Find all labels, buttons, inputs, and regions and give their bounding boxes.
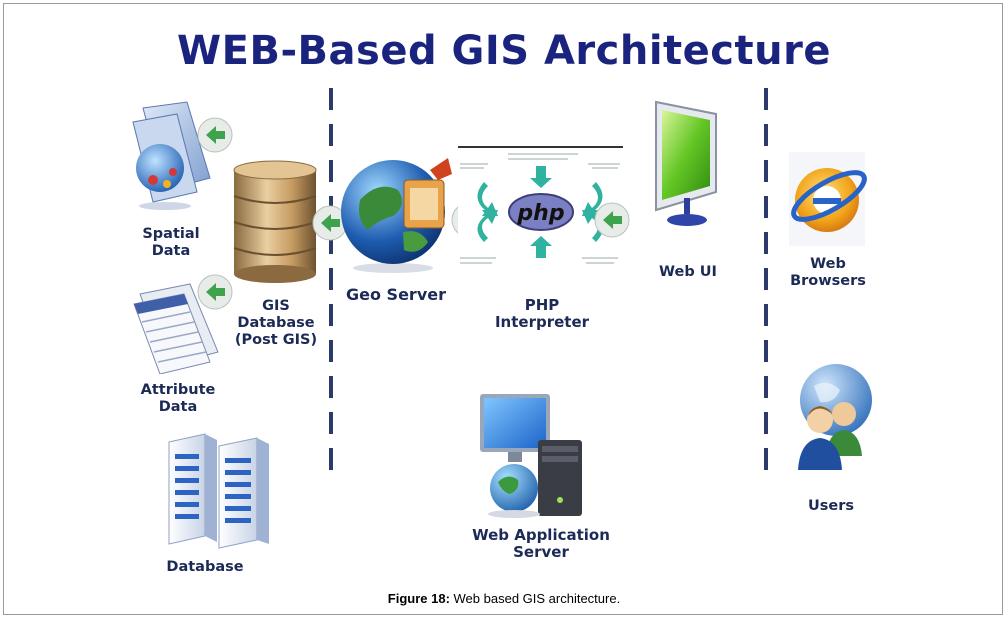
diagram-title: WEB-Based GIS Architecture bbox=[177, 28, 831, 74]
gis-database-label-line3: (Post GIS) bbox=[234, 332, 318, 348]
globe-icon bbox=[338, 150, 456, 275]
monitor-icon bbox=[650, 98, 730, 233]
web-application-server-label-line2: Server bbox=[513, 543, 569, 561]
attribute-table-icon bbox=[130, 282, 225, 374]
users-label: Users bbox=[788, 498, 874, 515]
users-label-line1: Users bbox=[807, 498, 855, 514]
figure-caption-text: Web based GIS architecture. bbox=[449, 591, 621, 606]
php-logo-text: php bbox=[516, 201, 564, 226]
gis-database-label-line2: Database bbox=[237, 315, 315, 331]
web-application-server-label-line1: Web Application bbox=[472, 526, 610, 544]
divider-left bbox=[329, 88, 333, 476]
geo-server-label-line1: Geo Server bbox=[346, 285, 446, 304]
server-racks-icon bbox=[165, 432, 275, 550]
attribute-data-label: Attribute Data bbox=[126, 382, 230, 416]
figure-caption-prefix: Figure 18: bbox=[387, 591, 450, 606]
database-cylinder-icon bbox=[230, 160, 320, 285]
geo-server-label: Geo Server bbox=[340, 286, 452, 303]
web-ui-label-line1: Web UI bbox=[659, 264, 717, 280]
web-browsers-label: Web Browsers bbox=[776, 256, 880, 290]
arrow-left-attribute-icon bbox=[197, 274, 233, 310]
browser-icon bbox=[785, 150, 870, 250]
users-icon bbox=[788, 360, 878, 480]
divider-right bbox=[764, 88, 768, 476]
database-label-line1: Database bbox=[166, 559, 244, 575]
php-interpreter-label-line2: Interpreter bbox=[494, 313, 590, 331]
gis-database-label-line1: GIS bbox=[262, 298, 290, 314]
attribute-data-label-line1: Attribute bbox=[140, 382, 216, 398]
arrow-left-webui-icon bbox=[594, 202, 630, 238]
attribute-data-label-line2: Data bbox=[158, 399, 198, 415]
figure-caption: Figure 18: Web based GIS architecture. bbox=[0, 591, 1008, 606]
database-label: Database bbox=[160, 559, 250, 576]
web-browsers-label-line2: Browsers bbox=[790, 273, 866, 289]
php-interpreter-label: PHP Interpreter bbox=[484, 297, 600, 331]
web-browsers-label-line1: Web bbox=[810, 256, 846, 272]
arrow-left-spatial-icon bbox=[197, 117, 233, 153]
web-ui-label: Web UI bbox=[646, 264, 730, 281]
gis-database-label: GIS Database (Post GIS) bbox=[222, 298, 330, 349]
spatial-data-label-line1: Spatial bbox=[142, 226, 200, 242]
web-application-server-label: Web Application Server bbox=[470, 527, 612, 561]
php-interpreter-label-line1: PHP bbox=[524, 296, 560, 314]
spatial-data-label-line2: Data bbox=[151, 243, 191, 259]
computer-icon bbox=[474, 392, 594, 522]
spatial-data-icon bbox=[125, 100, 220, 215]
spatial-data-label: Spatial Data bbox=[126, 226, 216, 260]
php-logo-icon: php bbox=[458, 146, 623, 278]
